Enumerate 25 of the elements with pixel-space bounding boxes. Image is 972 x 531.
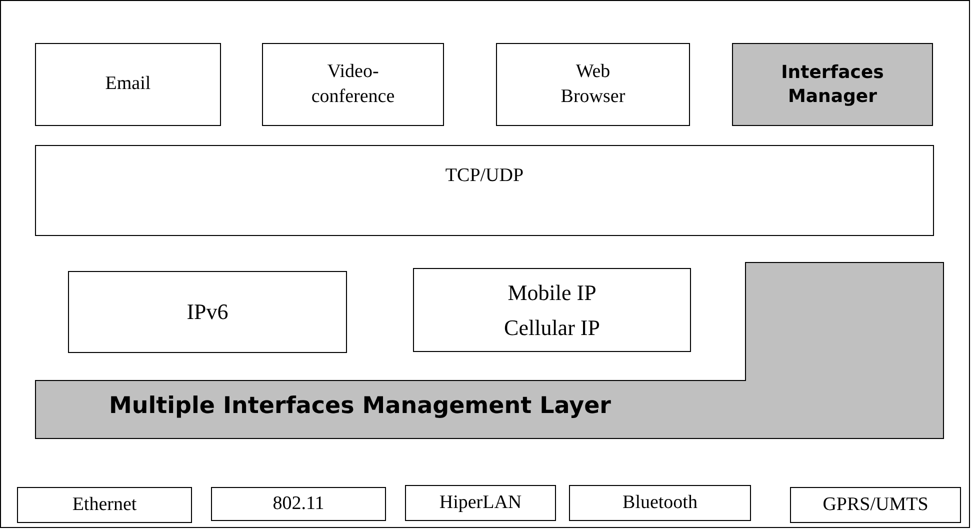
layer-box [211,487,386,521]
layer-box [68,271,347,353]
layer-box [17,487,192,523]
layer-label: Video-conference [310,60,396,108]
layer-label: 802.11 [272,492,326,516]
layer-label: Email [104,72,152,96]
layer-label: GPRS/UMTS [822,492,930,517]
layer-box [35,43,221,126]
layer-label: IPv6 [186,298,230,326]
layer-label: HiperLAN [438,490,523,515]
layer-box [569,485,751,521]
layer-label: TCP/UDP [444,164,525,188]
layer-label: Web Browser [560,60,626,108]
layer-label: Mobile IP Cellular IP [503,278,601,342]
layer-box [35,145,934,236]
layer-box [732,43,933,126]
layer-box [496,43,690,126]
layer-label: Interfaces Manager [780,61,885,108]
layer-box [790,487,961,523]
layer-label: Multiple Interfaces Management Layer [109,392,612,422]
layer-box [405,485,556,521]
layer-box [413,268,691,352]
layer-label: Ethernet [71,492,138,517]
layer-label: Bluetooth [622,490,698,515]
layer-box [262,43,444,126]
